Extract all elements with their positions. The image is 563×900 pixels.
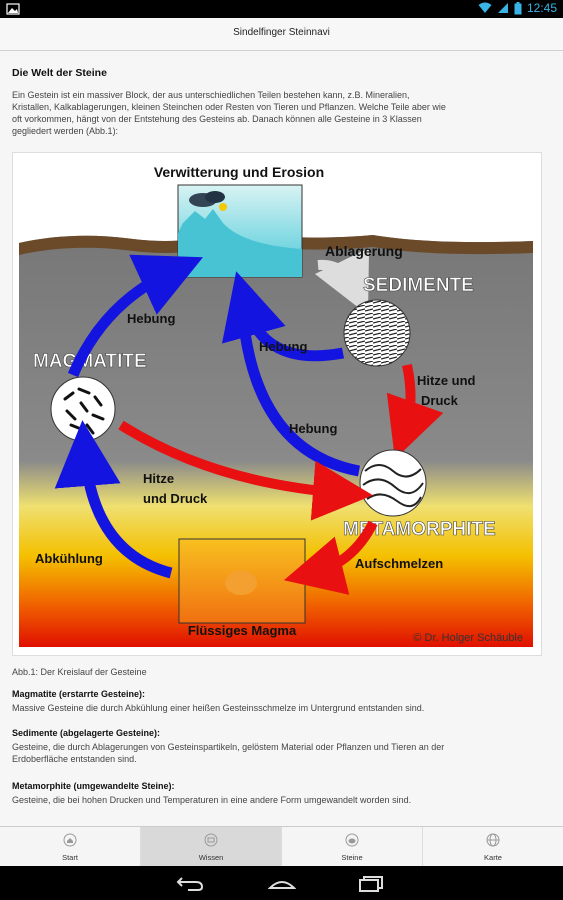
label-hitze-druck-center-1: Hitze	[143, 471, 174, 486]
article-heading: Die Welt der Steine	[12, 67, 107, 79]
rock-cycle-diagram: Verwitterung und Erosion Ablagerung SEDI…	[19, 164, 533, 647]
stone-icon	[345, 833, 359, 847]
app-window: Sindelfinger Steinnavi Die Welt der Stei…	[0, 18, 563, 867]
intro-line-2: Kristallen, Kalkablagerungen, kleinen St…	[12, 102, 446, 112]
magmatite-rock	[50, 376, 116, 442]
intro-line-3: oft vorkommen, hängt von der Entstehung …	[12, 114, 422, 124]
label-magmatite: MAGMATITE	[33, 351, 147, 372]
tab-steine-label: Steine	[341, 853, 363, 862]
sediments-rock	[343, 299, 411, 367]
status-bar: 12:45	[0, 0, 563, 18]
label-magma: Flüssiges Magma	[188, 623, 297, 638]
label-metamorphite: METAMORPHITE	[343, 519, 496, 540]
metamorphite-rock	[359, 449, 427, 517]
desc-magmatite: Massive Gesteine die durch Abkühlung ein…	[12, 703, 425, 713]
tab-steine[interactable]: Steine	[282, 827, 423, 867]
label-ablagerung: Ablagerung	[325, 243, 403, 259]
globe-icon	[486, 833, 500, 847]
desc-sedimente-2: Erdoberfläche entstanden sind.	[12, 754, 137, 764]
action-bar: Sindelfinger Steinnavi	[0, 18, 563, 51]
label-hitze-druck-center-2: und Druck	[143, 491, 208, 506]
intro-line-1: Ein Gestein ist ein massiver Block, der …	[12, 90, 410, 100]
article-content[interactable]: Die Welt der Steine Ein Gestein ist ein …	[0, 51, 563, 826]
tab-karte[interactable]: Karte	[423, 827, 563, 867]
label-hebung-3: Hebung	[289, 421, 337, 436]
tab-wissen[interactable]: Wissen	[141, 827, 282, 867]
desc-sedimente-1: Gesteine, die durch Ablagerungen von Ges…	[12, 742, 445, 752]
intro-line-4: gegliedert werden (Abb.1):	[12, 126, 119, 136]
book-icon	[204, 833, 218, 847]
home-icon	[63, 833, 77, 847]
tab-wissen-label: Wissen	[198, 853, 224, 862]
copyright: © Dr. Holger Schäuble	[413, 632, 523, 644]
figure-caption: Abb.1: Der Kreislauf der Gesteine	[12, 667, 147, 677]
tab-start[interactable]: Start	[0, 827, 141, 867]
label-hebung-2: Hebung	[259, 339, 307, 354]
battery-icon	[514, 1, 522, 14]
wifi-icon	[478, 2, 492, 13]
tab-karte-label: Karte	[484, 853, 502, 862]
image-notification-icon	[6, 3, 20, 15]
label-aufschmelzen: Aufschmelzen	[355, 556, 443, 571]
diagram-title: Verwitterung und Erosion	[154, 164, 324, 180]
rock-cycle-figure: Verwitterung und Erosion Ablagerung SEDI…	[12, 152, 542, 656]
label-hitze-druck-right-1: Hitze und	[417, 373, 476, 388]
label-sedimente: SEDIMENTE	[363, 275, 474, 296]
clock: 12:45	[526, 1, 557, 15]
app-title: Sindelfinger Steinnavi	[233, 27, 330, 38]
label-abkuehlung: Abkühlung	[35, 551, 103, 566]
term-magmatite: Magmatite (erstarrte Gesteine):	[12, 689, 146, 699]
back-button[interactable]	[176, 874, 204, 892]
term-sedimente: Sedimente (abgelagerte Gesteine):	[12, 728, 161, 738]
label-hebung-1: Hebung	[127, 311, 175, 326]
system-nav-bar	[0, 866, 563, 900]
signal-icon	[497, 3, 508, 13]
home-button[interactable]	[268, 874, 296, 892]
label-hitze-druck-right-2: Druck	[421, 393, 459, 408]
desc-metamorphite: Gesteine, die bei hohen Drucken und Temp…	[12, 795, 412, 805]
term-metamorphite: Metamorphite (umgewandelte Steine):	[12, 781, 175, 791]
tab-start-label: Start	[62, 853, 78, 862]
recents-button[interactable]	[358, 874, 386, 892]
bottom-tab-bar: Start Wissen Steine Karte	[0, 826, 563, 867]
